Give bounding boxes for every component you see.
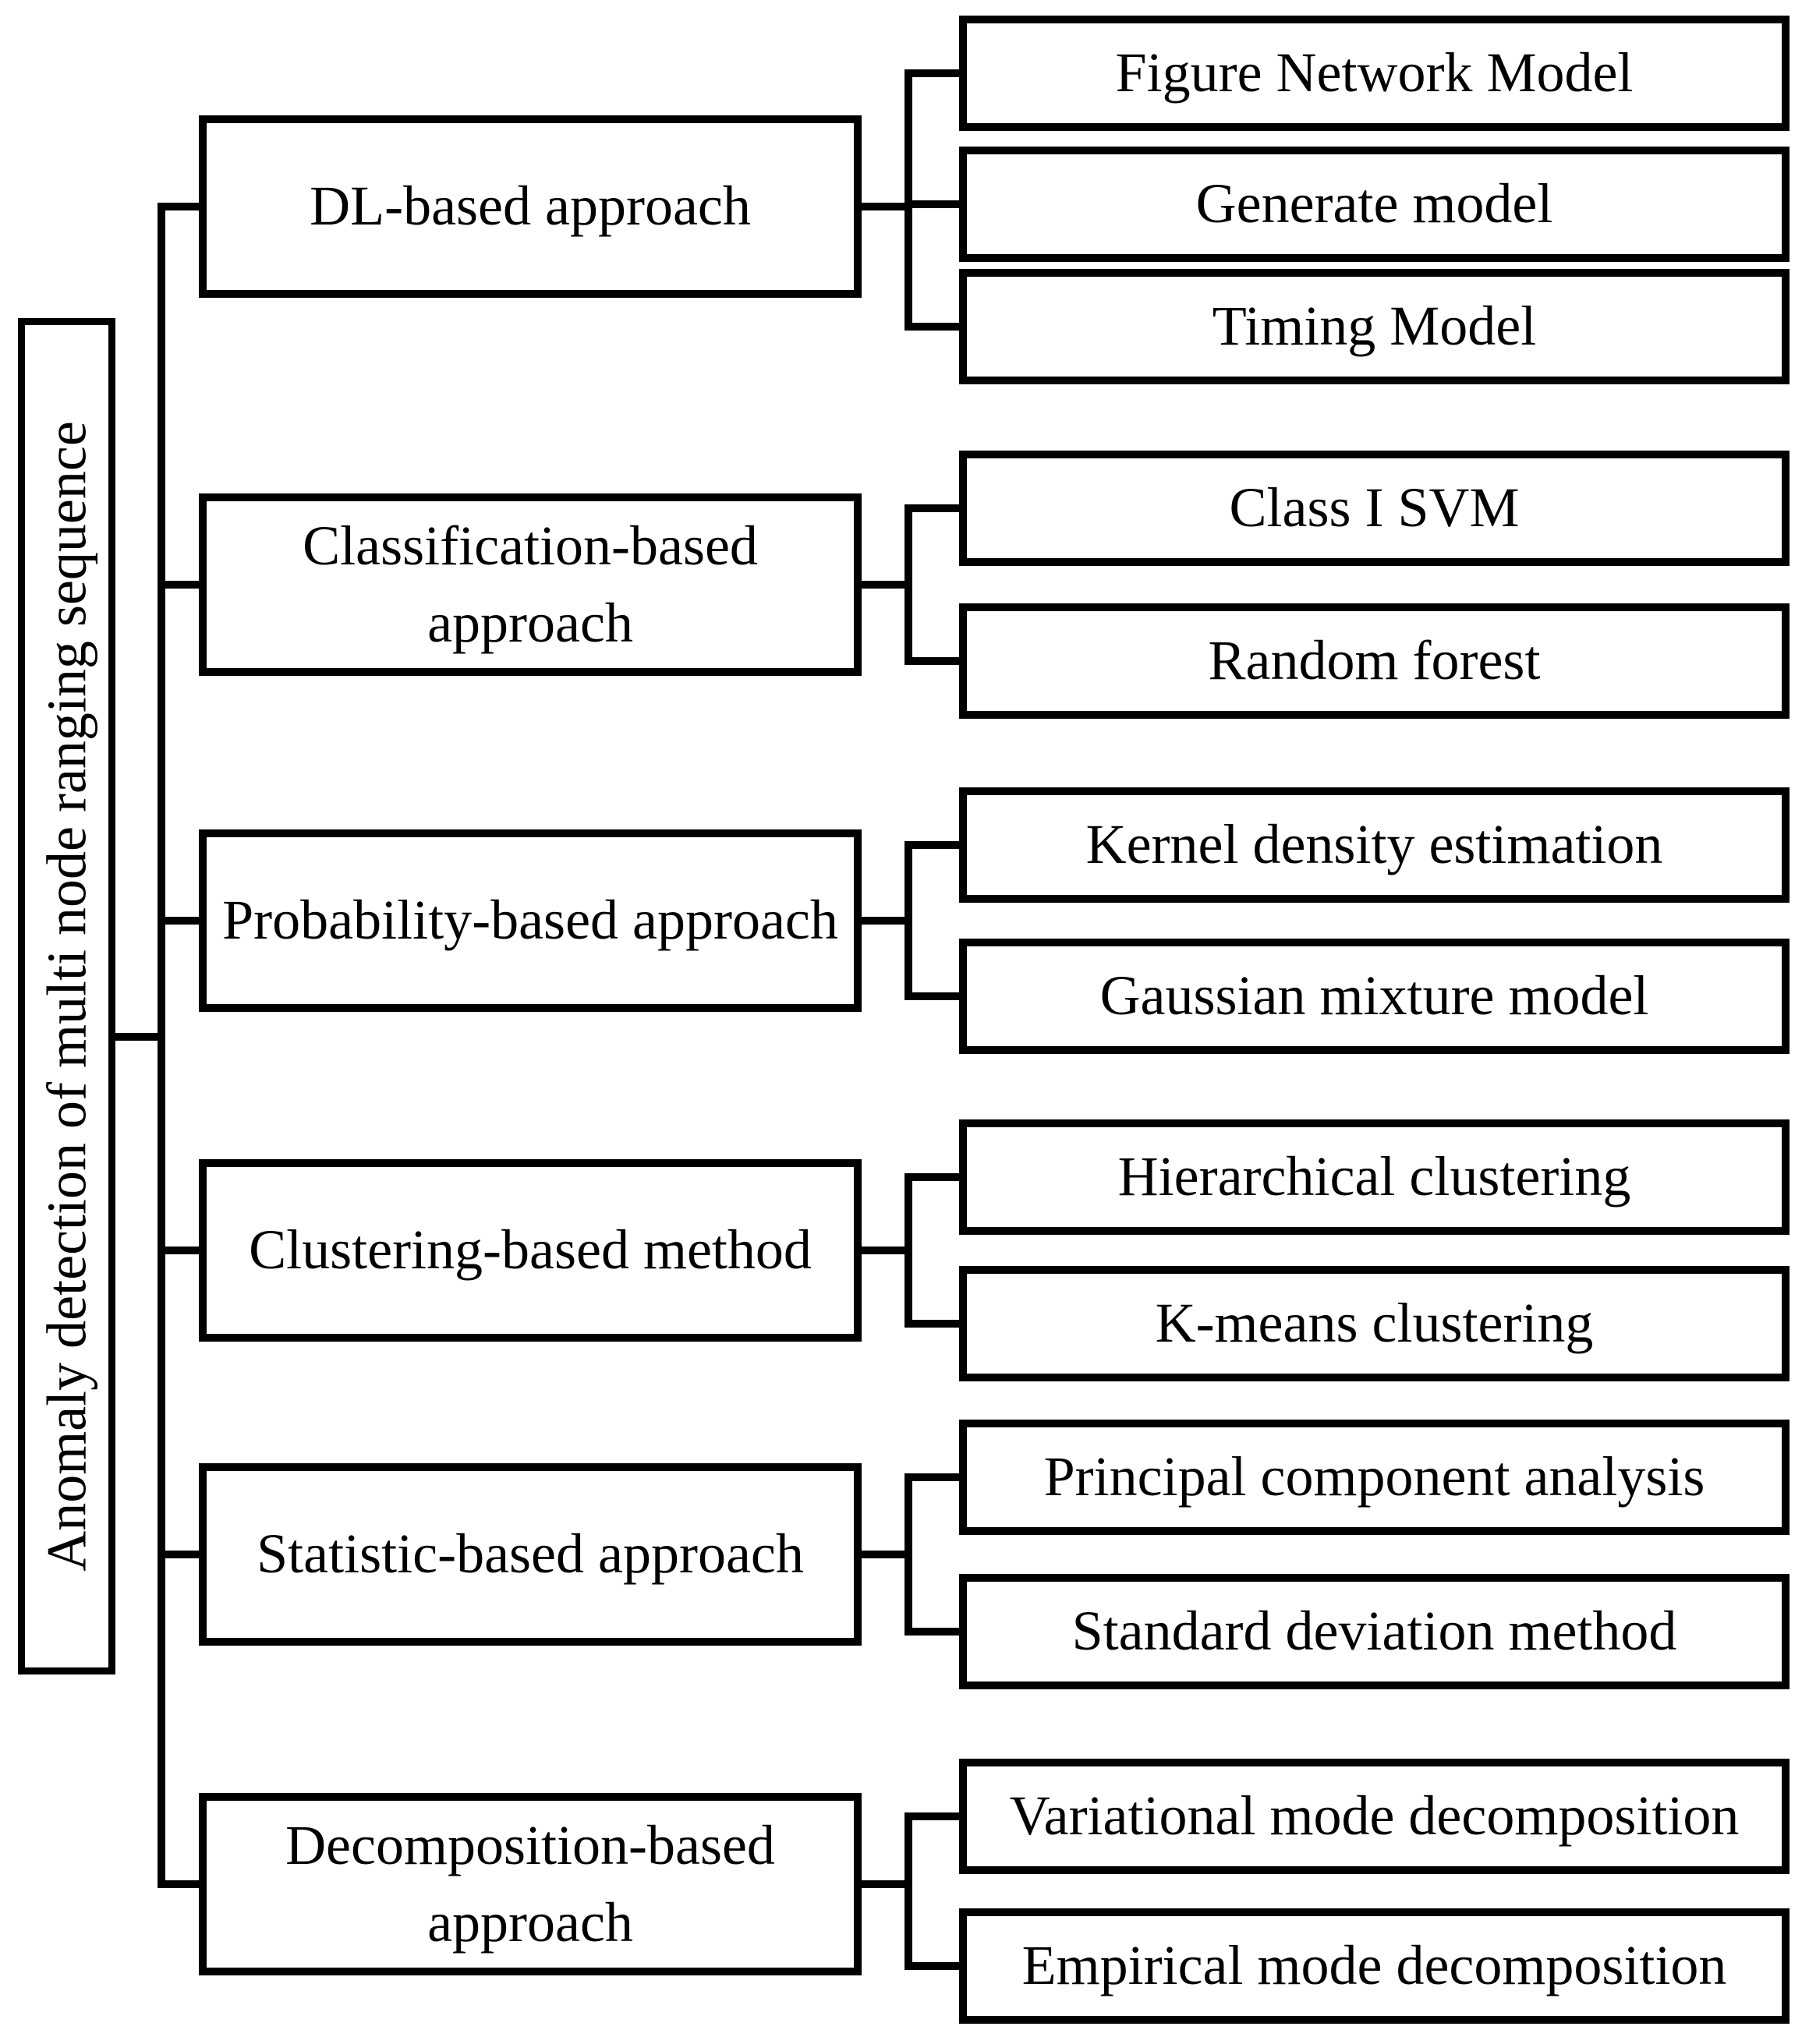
bracket-probability-group <box>904 841 912 1000</box>
branch-node-label: Clustering-based method <box>249 1218 812 1282</box>
leaf-node-kernel-density-estimation: Kernel density estimation <box>959 787 1790 903</box>
connector-leaf-hierarchical-clustering <box>904 1173 967 1181</box>
connector-leaf-principal-component-analysis <box>904 1473 967 1481</box>
bracket-dl-group <box>904 69 912 331</box>
root-node-label: Anomaly detection of multi node ranging … <box>35 421 97 1572</box>
bracket-statistic-group <box>904 1473 912 1636</box>
leaf-node-label: Class I SVM <box>1229 476 1520 539</box>
connector-leaf-kernel-density-estimation <box>904 841 967 849</box>
leaf-node-label: Kernel density estimation <box>1085 813 1663 876</box>
leaf-node-class-i-svm: Class I SVM <box>959 451 1790 566</box>
leaf-node-timing-model: Timing Model <box>959 269 1790 384</box>
branch-node-statistic-based: Statistic-based approach <box>199 1463 862 1646</box>
connector-spine-to-clustering <box>158 1247 207 1254</box>
leaf-node-variational-mode-decomposition: Variational mode decomposition <box>959 1759 1790 1874</box>
connector-decomposition-to-bracket <box>854 1880 912 1888</box>
connector-leaf-k-means-clustering <box>904 1320 967 1328</box>
leaf-node-label: Gaussian mixture model <box>1099 964 1649 1027</box>
leaf-node-principal-component-analysis: Principal component analysis <box>959 1420 1790 1535</box>
leaf-node-empirical-mode-decomposition: Empirical mode decomposition <box>959 1908 1790 2024</box>
branch-node-label: Decomposition-based approach <box>285 1813 775 1954</box>
connector-leaf-figure-network-model <box>904 69 967 77</box>
branch-node-dl-based: DL-based approach <box>199 115 862 298</box>
connector-leaf-standard-deviation-method <box>904 1628 967 1636</box>
leaf-node-k-means-clustering: K-means clustering <box>959 1266 1790 1381</box>
connector-classification-to-bracket <box>854 581 912 589</box>
connector-spine-to-decomposition <box>158 1880 207 1888</box>
branch-node-clustering-based: Clustering-based method <box>199 1159 862 1342</box>
connector-spine-to-probability <box>158 917 207 925</box>
connector-spine-to-statistic <box>158 1551 207 1558</box>
leaf-node-label: Hierarchical clustering <box>1117 1145 1631 1208</box>
leaf-node-label: Generate model <box>1195 172 1553 235</box>
connector-leaf-gaussian-mixture-model <box>904 992 967 1000</box>
branch-node-label: DL-based approach <box>310 175 751 238</box>
connector-leaf-timing-model <box>904 323 967 331</box>
connector-probability-to-bracket <box>854 917 912 925</box>
connector-dl-to-bracket <box>854 203 912 210</box>
bracket-clustering-group <box>904 1173 912 1328</box>
leaf-node-generate-model: Generate model <box>959 147 1790 262</box>
leaf-node-label: Standard deviation method <box>1071 1600 1677 1663</box>
leaf-node-figure-network-model: Figure Network Model <box>959 16 1790 131</box>
leaf-node-label: Empirical mode decomposition <box>1021 1934 1727 1997</box>
leaf-node-label: Random forest <box>1208 629 1541 692</box>
branch-node-label: Statistic-based approach <box>257 1522 804 1586</box>
connector-leaf-variational-mode-decomposition <box>904 1812 967 1820</box>
root-node: Anomaly detection of multi node ranging … <box>18 318 115 1674</box>
connector-statistic-to-bracket <box>854 1551 912 1558</box>
connector-spine <box>158 203 165 1888</box>
leaf-node-label: Principal component analysis <box>1043 1445 1705 1508</box>
connector-leaf-generate-model <box>904 200 967 208</box>
leaf-node-label: Figure Network Model <box>1115 41 1634 104</box>
branch-node-probability-based: Probability-based approach <box>199 829 862 1012</box>
branch-node-label: Probability-based approach <box>222 889 838 952</box>
connector-leaf-class-i-svm <box>904 504 967 512</box>
connector-leaf-empirical-mode-decomposition <box>904 1962 967 1970</box>
leaf-node-standard-deviation-method: Standard deviation method <box>959 1574 1790 1689</box>
connector-spine-to-classification <box>158 581 207 589</box>
leaf-node-random-forest: Random forest <box>959 603 1790 719</box>
bracket-decomposition-group <box>904 1812 912 1970</box>
connector-leaf-random-forest <box>904 657 967 665</box>
leaf-node-label: Timing Model <box>1212 295 1537 358</box>
leaf-node-label: Variational mode decomposition <box>1009 1784 1740 1848</box>
connector-root-to-spine <box>114 1033 165 1041</box>
leaf-node-hierarchical-clustering: Hierarchical clustering <box>959 1119 1790 1235</box>
connector-clustering-to-bracket <box>854 1247 912 1254</box>
connector-spine-to-dl <box>158 203 207 210</box>
branch-node-decomposition-based: Decomposition-based approach <box>199 1793 862 1975</box>
leaf-node-label: K-means clustering <box>1155 1292 1594 1355</box>
leaf-node-gaussian-mixture-model: Gaussian mixture model <box>959 939 1790 1054</box>
bracket-classification-group <box>904 504 912 665</box>
branch-node-label: Classification-based approach <box>303 514 758 654</box>
branch-node-classification-based: Classification-based approach <box>199 493 862 676</box>
